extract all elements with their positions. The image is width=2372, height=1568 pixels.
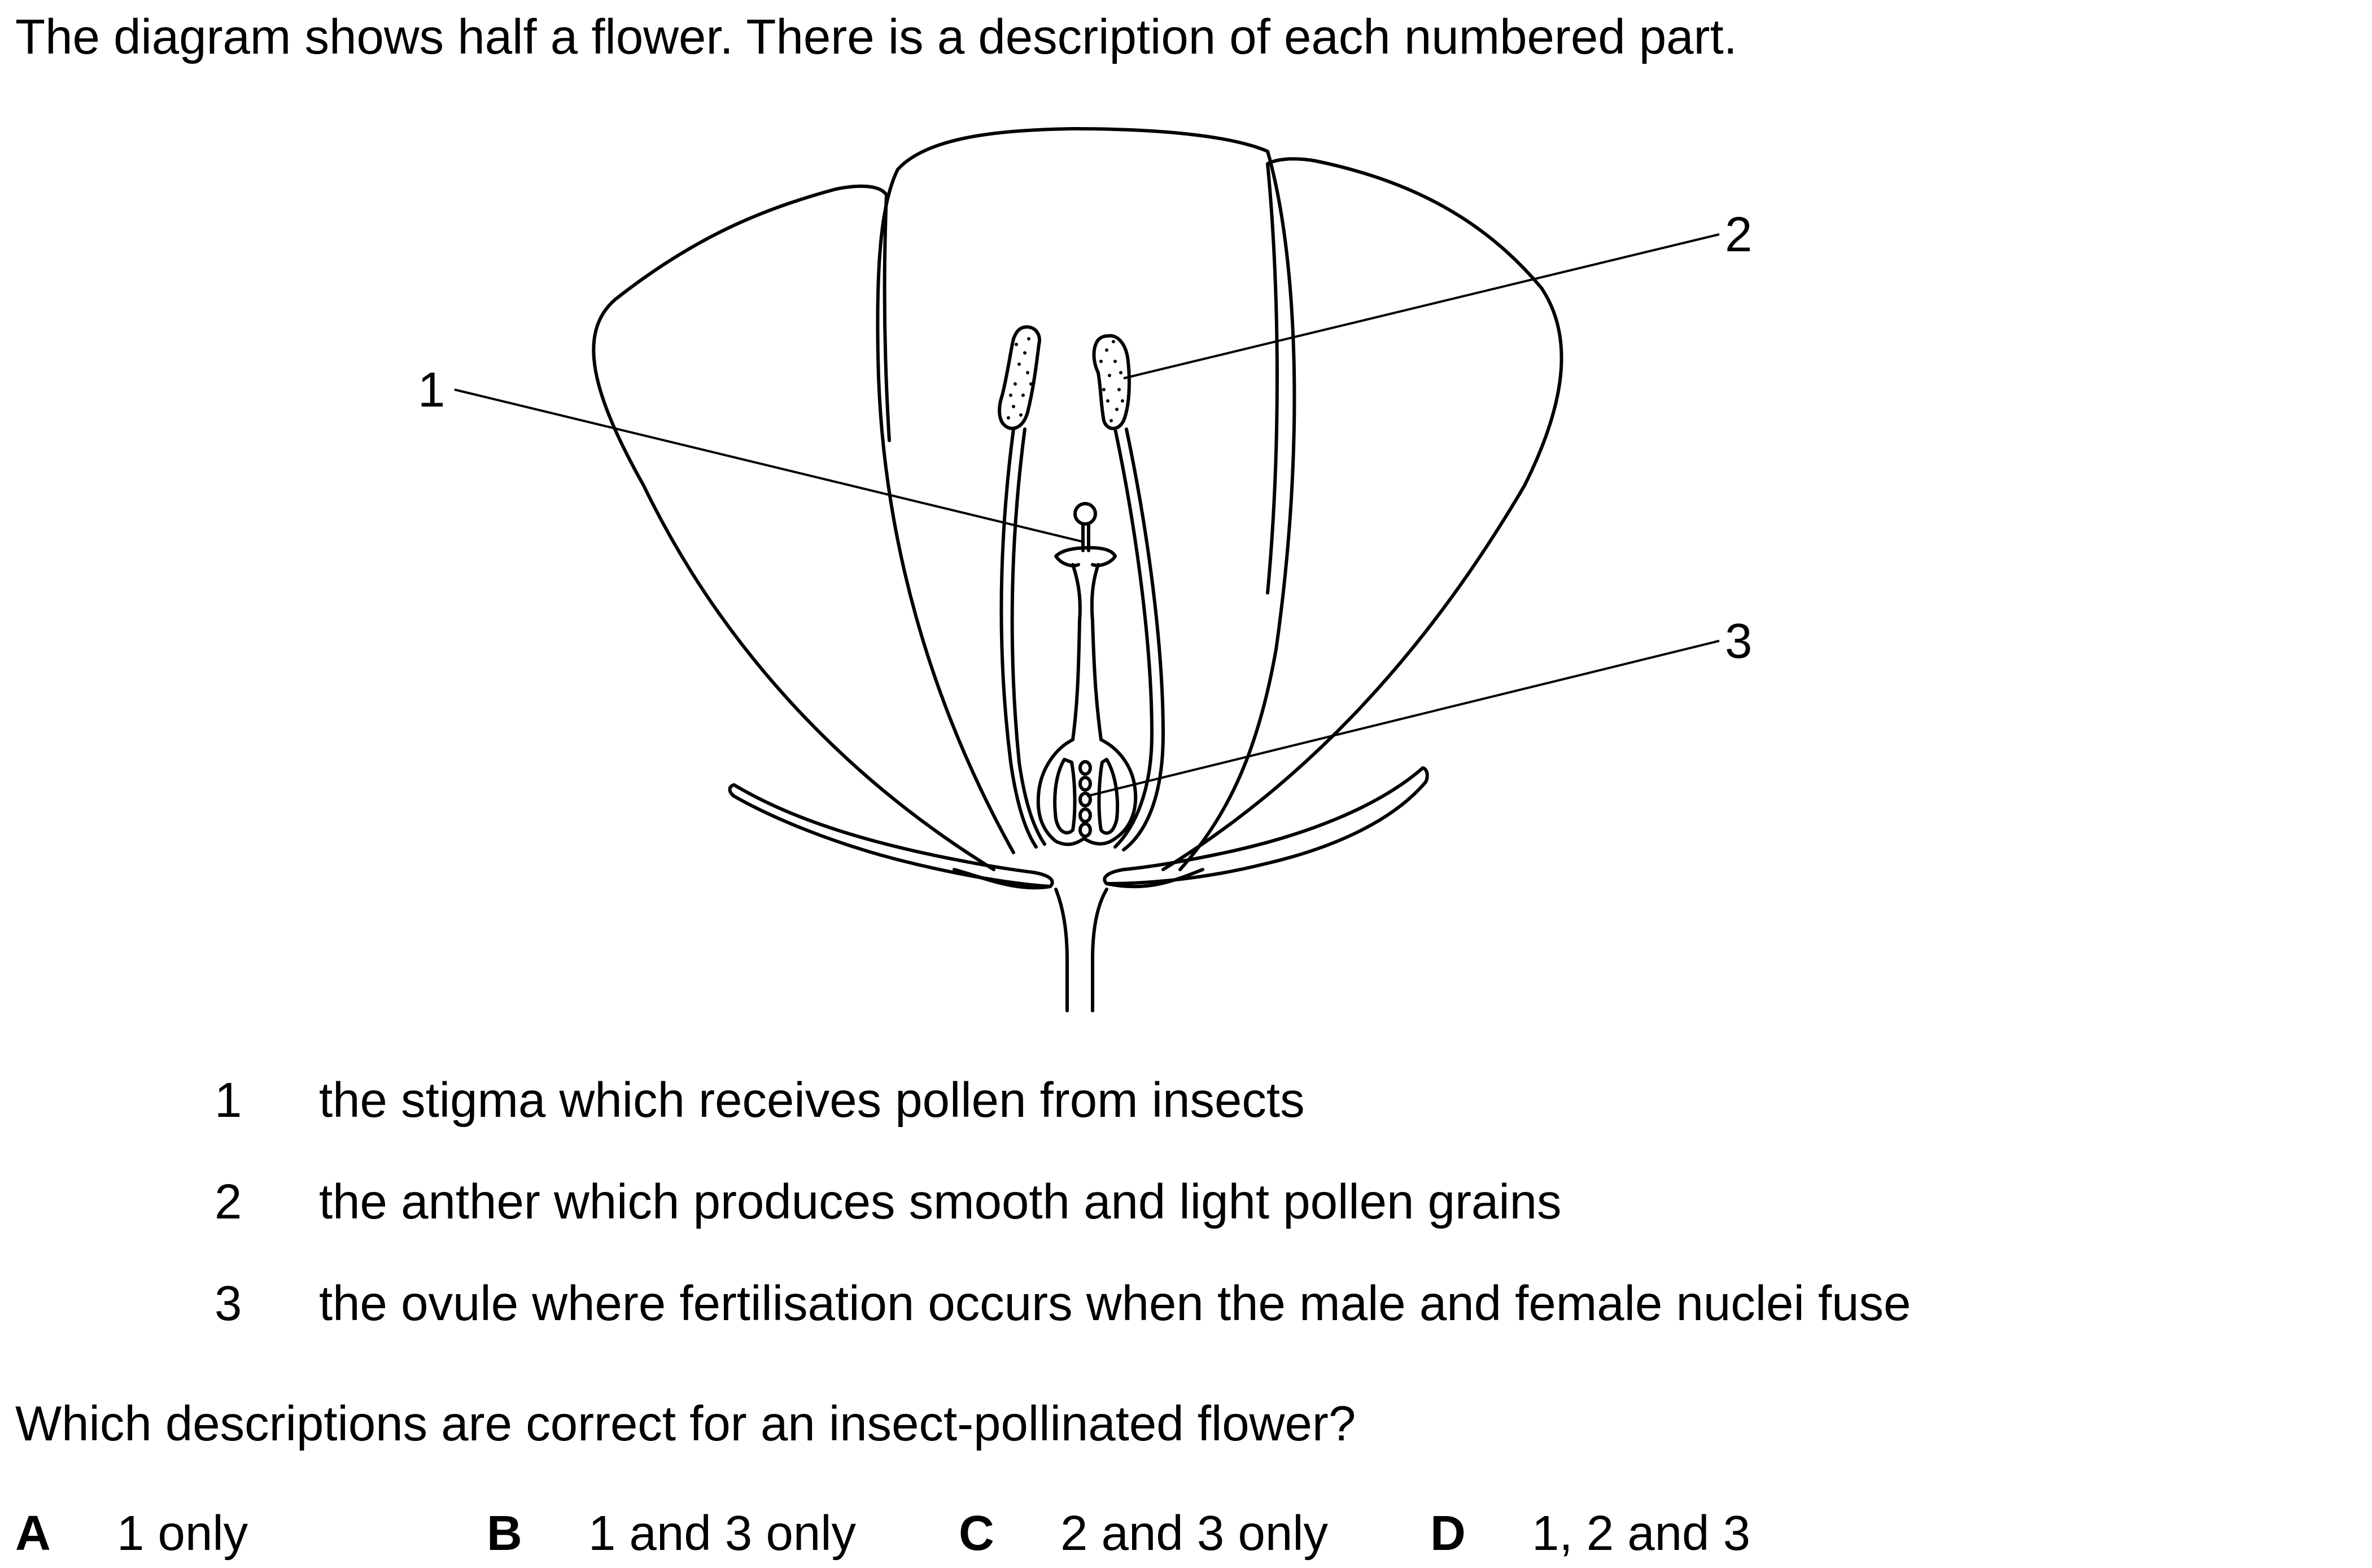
back-petal <box>876 127 1296 871</box>
description-text: the ovule where fertilisation occurs whe… <box>319 1276 1911 1331</box>
intro-text: The diagram shows half a flower. There i… <box>15 10 1737 64</box>
description-number: 2 <box>215 1174 242 1229</box>
sepal-right <box>1103 766 1429 885</box>
half-flower-diagram: 1 2 3 <box>418 127 1752 1012</box>
anther-stipple <box>1007 337 1124 422</box>
outer-petal-right <box>1161 157 1563 871</box>
option-text: 1 only <box>117 1506 248 1561</box>
label-1-line <box>454 388 1085 543</box>
label-2-line <box>1123 233 1720 379</box>
anther-left <box>998 325 1041 430</box>
option-text: 1 and 3 only <box>588 1506 857 1561</box>
option-text: 1, 2 and 3 <box>1532 1506 1750 1561</box>
diagram-label-3: 3 <box>1725 614 1752 669</box>
outer-petal <box>592 184 995 871</box>
option-letter: B <box>487 1506 522 1561</box>
description-text: the stigma which receives pollen from in… <box>319 1073 1305 1128</box>
description-text: the anther which produces smooth and lig… <box>319 1174 1562 1229</box>
label-3-line <box>1086 640 1720 797</box>
anther-right <box>1092 334 1131 430</box>
description-number: 1 <box>215 1073 242 1128</box>
ovules <box>1078 760 1092 838</box>
ovary <box>1036 738 1138 846</box>
diagram-label-1: 1 <box>418 362 445 417</box>
stalk <box>1054 888 1069 1012</box>
stigma <box>1054 546 1117 567</box>
option-letter: C <box>959 1506 994 1561</box>
filament-left <box>999 427 1038 849</box>
style <box>1071 563 1082 741</box>
option-letter: A <box>15 1506 51 1561</box>
description-number: 3 <box>215 1276 242 1331</box>
option-letter: D <box>1430 1506 1466 1561</box>
filament-right <box>1113 427 1154 849</box>
diagram-label-2: 2 <box>1725 207 1752 262</box>
question-text: Which descriptions are correct for an in… <box>15 1396 1356 1451</box>
option-text: 2 and 3 only <box>1060 1506 1329 1561</box>
